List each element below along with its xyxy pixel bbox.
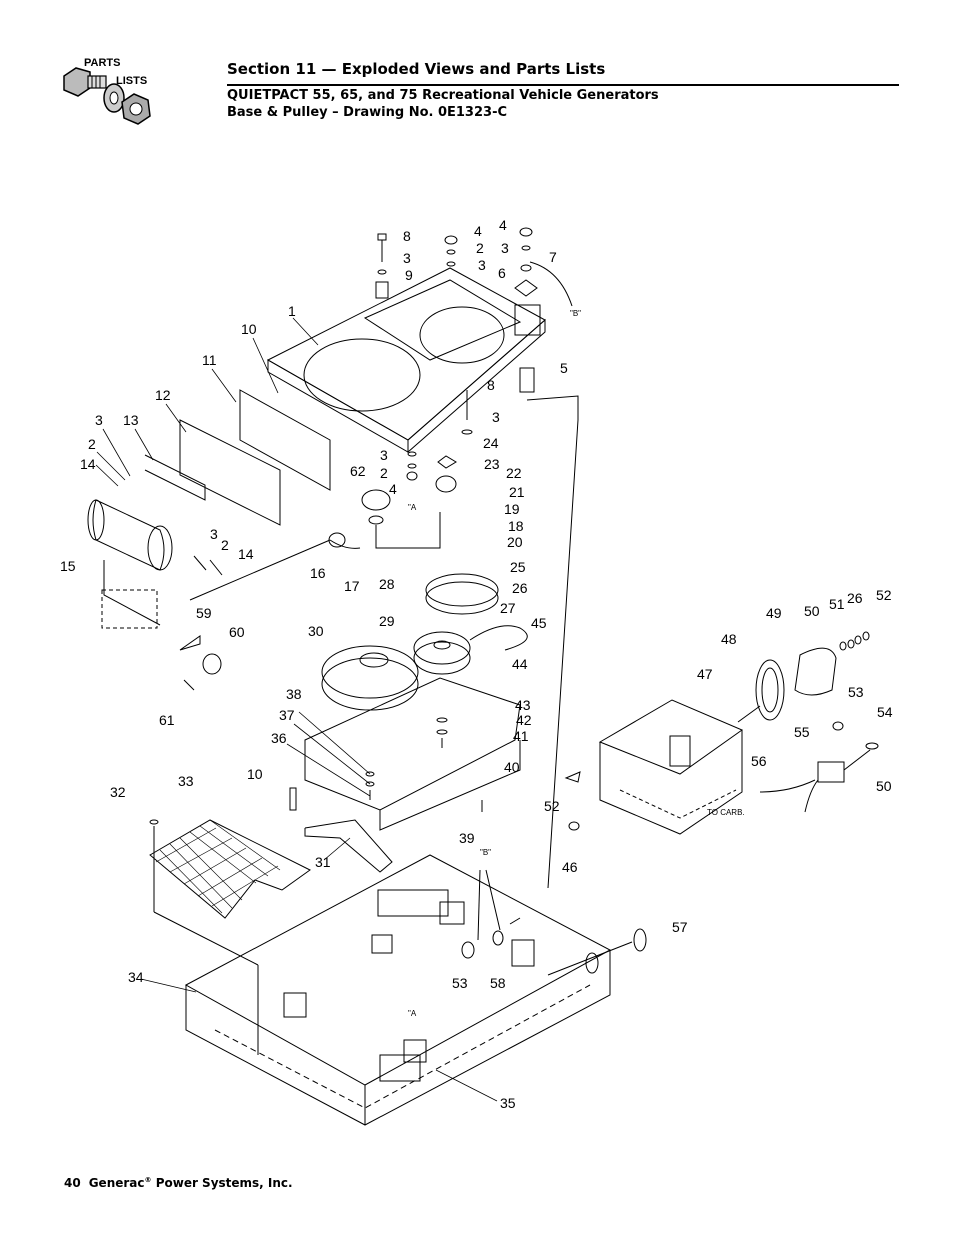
callout-18: 18 [508, 518, 524, 534]
callout-54: 54 [877, 704, 893, 720]
callout-23: 23 [484, 456, 500, 472]
page-footer: 40 Generac® Power Systems, Inc. [64, 1176, 293, 1190]
callout-53: 53 [452, 975, 468, 991]
callout-25: 25 [510, 559, 526, 575]
callout-3: 3 [210, 526, 218, 542]
callout-29: 29 [379, 613, 395, 629]
section-title: Section 11 — Exploded Views and Parts Li… [227, 60, 606, 78]
callout-3: 3 [478, 257, 486, 273]
callout-4: 4 [474, 223, 482, 239]
callout-35: 35 [500, 1095, 516, 1111]
callout-9: 9 [405, 267, 413, 283]
callout-61: 61 [159, 712, 175, 728]
callout-labels: 1 8 3 9 4 2 3 4 3 7 6 5 8 3 10 11 12 3 1… [60, 217, 893, 1111]
callout-40: 40 [504, 759, 520, 775]
callout-32: 32 [110, 784, 126, 800]
callout-5: 5 [560, 360, 568, 376]
callout-45: 45 [531, 615, 547, 631]
callout-14: 14 [238, 546, 254, 562]
header-rule [227, 84, 899, 86]
ref-note-b: "B" [570, 309, 581, 318]
callout-4: 4 [389, 481, 397, 497]
ref-note-b: "B" [480, 848, 491, 857]
callout-52: 52 [544, 798, 560, 814]
callout-42: 42 [516, 712, 532, 728]
callout-6: 6 [498, 265, 506, 281]
callout-3: 3 [380, 447, 388, 463]
callout-26: 26 [847, 590, 863, 606]
registered-mark: ® [144, 1176, 152, 1184]
callout-11: 11 [202, 352, 217, 368]
callout-34: 34 [128, 969, 144, 985]
callout-59: 59 [196, 605, 212, 621]
callout-26: 26 [512, 580, 528, 596]
callout-30: 30 [308, 623, 324, 639]
company-name: Generac [88, 1176, 145, 1190]
callout-51: 51 [829, 596, 845, 612]
callout-7: 7 [549, 249, 557, 265]
callout-50: 50 [876, 778, 892, 794]
callout-57: 57 [672, 919, 688, 935]
callout-17: 17 [344, 578, 360, 594]
callout-33: 33 [178, 773, 194, 789]
callout-48: 48 [721, 631, 737, 647]
callout-8: 8 [487, 377, 495, 393]
callout-39: 39 [459, 830, 475, 846]
callout-3: 3 [95, 412, 103, 428]
callout-14: 14 [80, 456, 96, 472]
drawing-title: Base & Pulley – Drawing No. 0E1323-C [227, 105, 508, 120]
callout-43: 43 [515, 697, 531, 713]
callout-2: 2 [380, 465, 388, 481]
callout-53: 53 [848, 684, 864, 700]
callout-3: 3 [501, 240, 509, 256]
callout-56: 56 [751, 753, 767, 769]
callout-44: 44 [512, 656, 528, 672]
callout-49: 49 [766, 605, 782, 621]
page-number: 40 [64, 1176, 81, 1190]
callout-47: 47 [697, 666, 713, 682]
callout-3: 3 [403, 250, 411, 266]
callout-37: 37 [279, 707, 295, 723]
callout-2: 2 [88, 436, 96, 452]
callout-24: 24 [483, 435, 499, 451]
callout-27: 27 [500, 600, 516, 616]
callout-28: 28 [379, 576, 395, 592]
callout-41: 41 [513, 728, 529, 744]
callout-58: 58 [490, 975, 506, 991]
callout-22: 22 [506, 465, 522, 481]
callout-16: 16 [310, 565, 326, 581]
callout-46: 46 [562, 859, 578, 875]
ref-note-a: "A [408, 1009, 417, 1018]
callout-2: 2 [221, 537, 229, 553]
callout-10: 10 [241, 321, 257, 337]
callout-3: 3 [492, 409, 500, 425]
icon-label-parts: PARTS [84, 57, 120, 69]
document-subtitle: QUIETPACT 55, 65, and 75 Recreational Ve… [227, 88, 659, 103]
callout-62: 62 [350, 463, 366, 479]
callout-12: 12 [155, 387, 171, 403]
callout-2: 2 [476, 240, 484, 256]
callout-55: 55 [794, 724, 810, 740]
callout-13: 13 [123, 412, 139, 428]
callout-21: 21 [509, 484, 525, 500]
callout-36: 36 [271, 730, 287, 746]
callout-1: 1 [288, 303, 296, 319]
callout-15: 15 [60, 558, 76, 574]
callout-52: 52 [876, 587, 892, 603]
ref-note-a: "A [408, 503, 417, 512]
to-carb-note: TO CARB. [707, 808, 745, 817]
callout-10: 10 [247, 766, 263, 782]
parts-lists-icon: PARTS LISTS [56, 54, 160, 130]
callout-38: 38 [286, 686, 302, 702]
company-suffix: Power Systems, Inc. [151, 1176, 293, 1190]
callout-20: 20 [507, 534, 523, 550]
callout-50: 50 [804, 603, 820, 619]
callout-4: 4 [499, 217, 507, 233]
icon-label-lists: LISTS [116, 75, 147, 87]
callout-8-top: 8 [403, 228, 411, 244]
callout-60: 60 [229, 624, 245, 640]
callout-19: 19 [504, 501, 520, 517]
